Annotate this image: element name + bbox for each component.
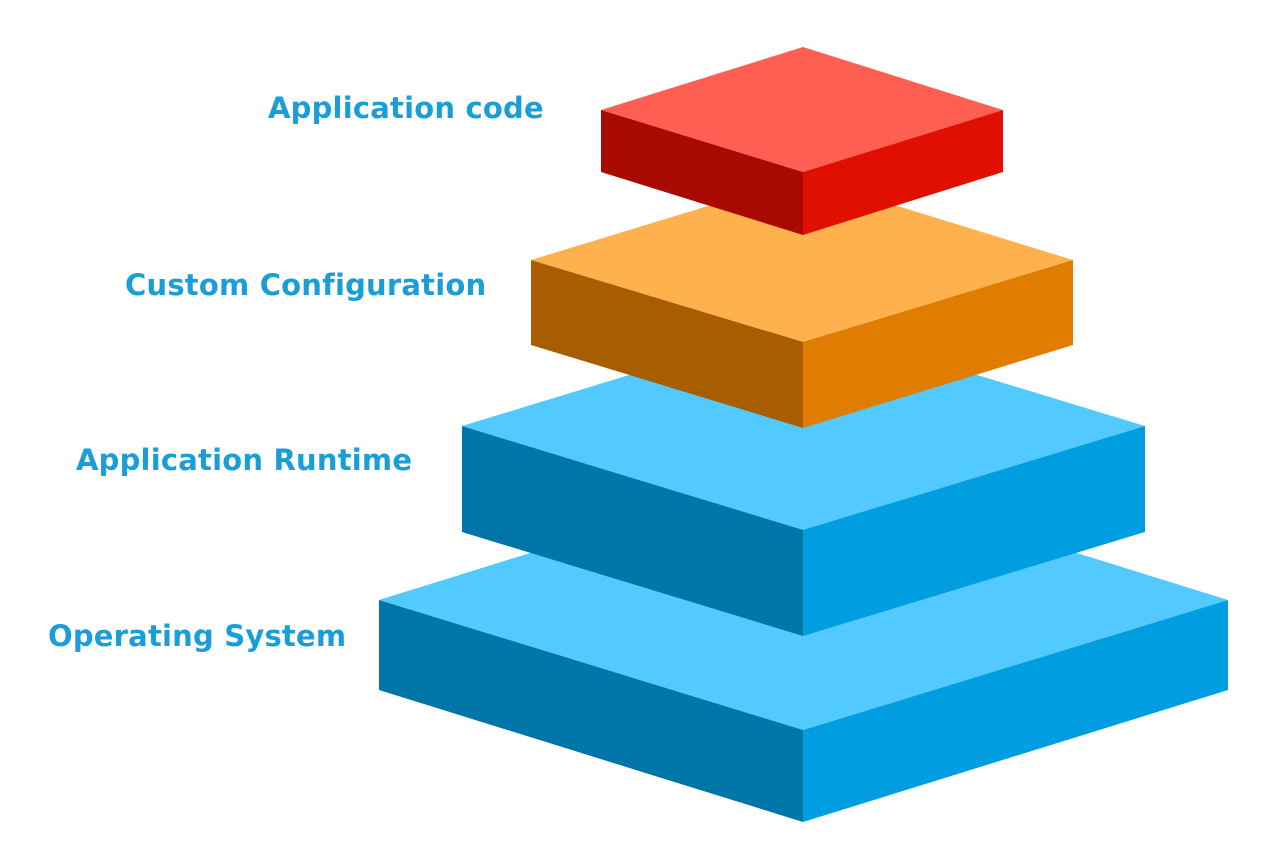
block-left-face: [462, 426, 803, 636]
block-right-face: [803, 600, 1228, 822]
block-top-face: [531, 177, 1073, 342]
layer-block-custom-configuration: [531, 177, 1073, 428]
block-left-face: [531, 260, 803, 428]
layer-label-custom-configuration: Custom Configuration: [125, 268, 487, 302]
block-top-face: [601, 47, 1003, 172]
layer-label-application-runtime: Application Runtime: [76, 443, 413, 477]
block-right-face: [803, 110, 1003, 235]
block-right-face: [803, 426, 1145, 636]
block-left-face: [601, 110, 803, 235]
block-left-face: [379, 600, 803, 822]
block-right-face: [803, 260, 1073, 428]
layer-block-application-code: [601, 47, 1003, 235]
layer-label-operating-system: Operating System: [48, 619, 347, 653]
layer-label-application-code: Application code: [268, 91, 544, 125]
